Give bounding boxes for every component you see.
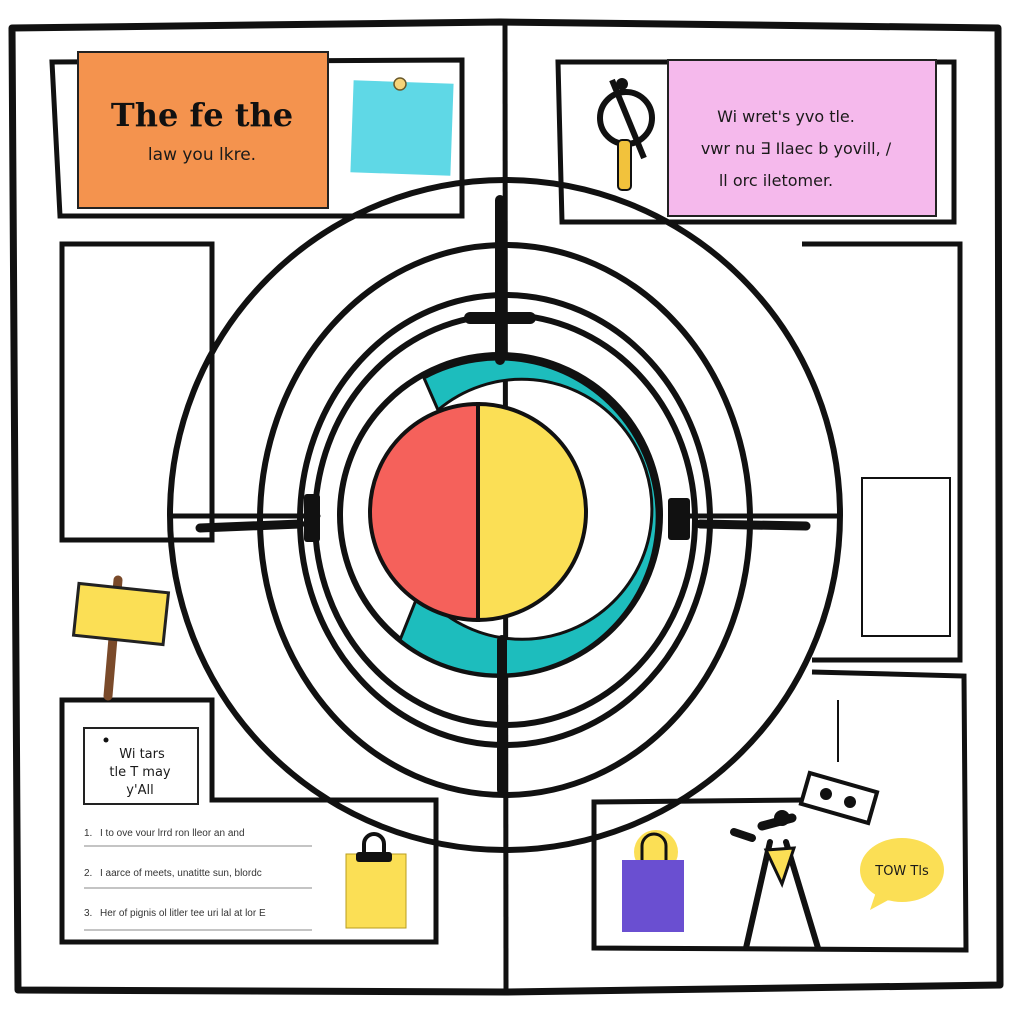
speech-bubble-text: TOW Tls — [874, 864, 929, 879]
boxed-note-line-3: y'All — [126, 783, 153, 798]
bullseye — [368, 401, 588, 623]
orange-note-paper — [77, 51, 329, 209]
list-item-text: I aarce of meets, unatitte sun, blordc — [100, 868, 262, 879]
boxed-note-line-2: tle T may — [109, 765, 171, 780]
crosshair — [169, 195, 841, 795]
list-item-text: I to ove vour lrrd ron lleor an and — [100, 828, 245, 839]
cyan-note — [350, 77, 454, 176]
list-item-number: 1. — [84, 828, 92, 839]
pink-note-line-3: ll orc iletomer. — [719, 171, 833, 190]
signpost-icon — [71, 575, 171, 701]
boxed-note: Wi tars tle T may y'All — [83, 727, 199, 805]
shopping-bag-icon — [622, 830, 684, 932]
orange-note-subtitle: law you lkre. — [148, 145, 256, 165]
list-item-text: Her of pignis ol litler tee uri lal at l… — [100, 908, 266, 919]
bullseye-red-half — [368, 401, 480, 623]
orange-note-title: The fe the — [111, 96, 293, 134]
boxed-note-line-1: Wi tars — [119, 747, 165, 762]
list-item-number: 2. — [84, 868, 92, 879]
pink-note-line-2: vwr nu ∃ Ilaec b yovill, / — [701, 139, 892, 158]
pink-note-line-1: Wi wret's yvo tle. — [717, 107, 855, 126]
list-item: 2. I aarce of meets, unatitte sun, blord… — [84, 868, 312, 889]
bullseye-yellow-half — [476, 401, 588, 623]
orange-note: The fe the law you lkre. — [77, 51, 329, 209]
pin-tack-icon — [393, 77, 407, 91]
ticket-icon — [798, 770, 880, 826]
figure-icon — [730, 810, 821, 951]
teal-arc — [398, 357, 659, 677]
magnifier-key-icon — [597, 78, 655, 191]
list-item: 3. Her of pignis ol litler tee uri lal a… — [84, 908, 312, 931]
clipboard-icon — [345, 832, 407, 929]
speech-bubble-icon: TOW Tls — [860, 838, 944, 910]
list-item-number: 3. — [84, 908, 92, 919]
list-item: 1. I to ove vour lrrd ron lleor an and — [84, 828, 312, 847]
pink-note: Wi wret's yvo tle. vwr nu ∃ Ilaec b yovi… — [667, 59, 937, 217]
numbered-list: 1. I to ove vour lrrd ron lleor an and 2… — [84, 828, 312, 931]
